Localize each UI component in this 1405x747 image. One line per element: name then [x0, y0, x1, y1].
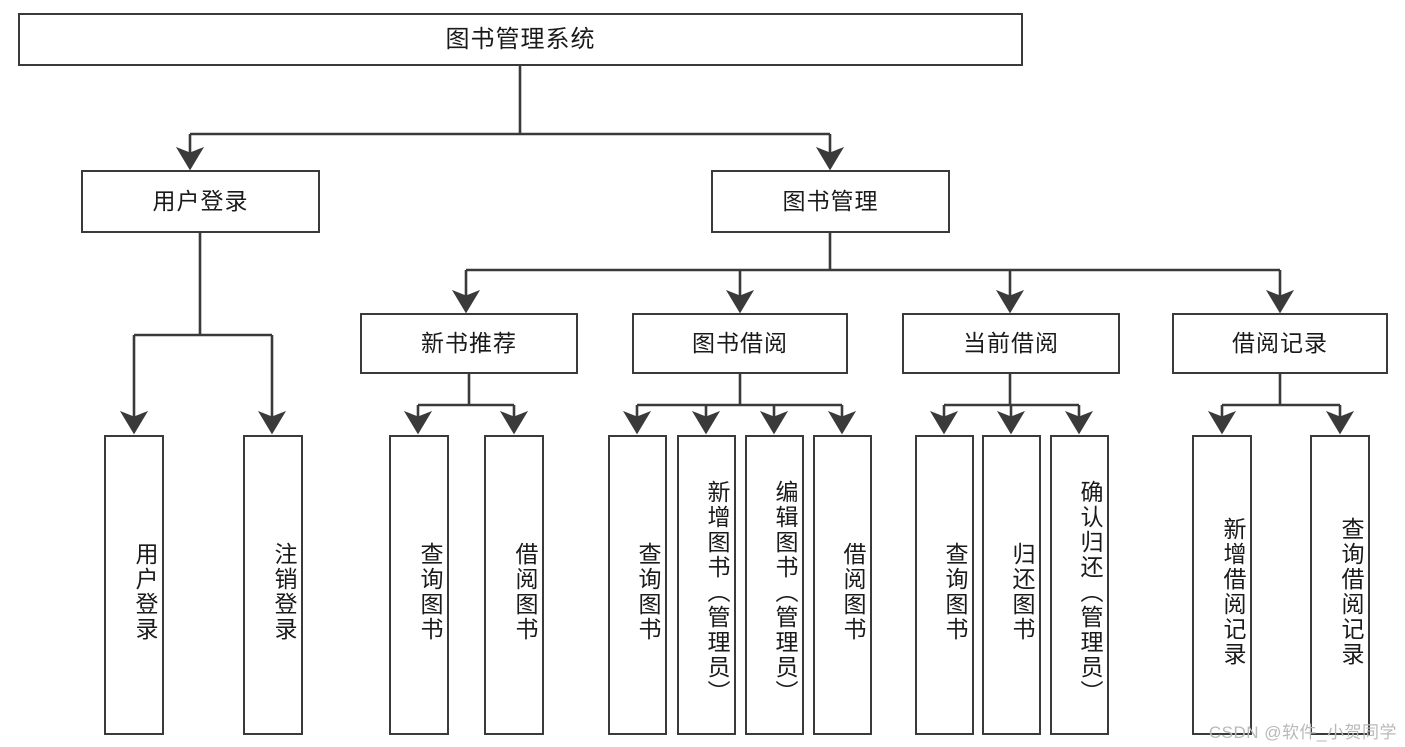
- node-leaf-add-book-label: 新增图书（管理员）: [704, 479, 730, 705]
- node-leaf-add-book[interactable]: 新增图书（管理员）: [677, 435, 736, 735]
- node-new-book-rec[interactable]: 新书推荐: [360, 313, 578, 374]
- node-leaf-query-book-1[interactable]: 查询图书: [389, 435, 449, 735]
- node-leaf-confirm-return-label: 确认归还（管理员）: [1077, 479, 1103, 705]
- node-borrow-record-label: 借阅记录: [1232, 330, 1328, 357]
- node-leaf-query-record-label: 查询借阅记录: [1338, 517, 1364, 667]
- node-leaf-edit-book[interactable]: 编辑图书（管理员）: [745, 435, 804, 735]
- node-leaf-borrow-book-1[interactable]: 借阅图书: [484, 435, 544, 735]
- node-leaf-query-book-2[interactable]: 查询图书: [608, 435, 667, 735]
- node-user-login-label: 用户登录: [152, 188, 249, 215]
- node-leaf-user-login-label: 用户登录: [132, 542, 158, 642]
- node-leaf-add-record-label: 新增借阅记录: [1220, 517, 1246, 667]
- node-leaf-user-login[interactable]: 用户登录: [104, 435, 164, 735]
- node-leaf-confirm-return[interactable]: 确认归还（管理员）: [1050, 435, 1109, 735]
- node-root-label: 图书管理系统: [445, 25, 596, 53]
- node-book-borrow-label: 图书借阅: [692, 330, 788, 357]
- node-leaf-query-book-3[interactable]: 查询图书: [915, 435, 974, 735]
- node-leaf-add-record[interactable]: 新增借阅记录: [1192, 435, 1252, 735]
- node-leaf-edit-book-label: 编辑图书（管理员）: [772, 479, 798, 705]
- node-user-login[interactable]: 用户登录: [81, 170, 320, 233]
- node-leaf-borrow-book-2[interactable]: 借阅图书: [813, 435, 872, 735]
- watermark: CSDN @软件_小贺同学: [1208, 723, 1397, 742]
- node-root[interactable]: 图书管理系统: [18, 13, 1023, 66]
- node-book-borrow[interactable]: 图书借阅: [632, 313, 848, 374]
- node-leaf-borrow-book-1-label: 借阅图书: [512, 542, 538, 642]
- node-borrow-record[interactable]: 借阅记录: [1172, 313, 1388, 374]
- node-leaf-return-book[interactable]: 归还图书: [982, 435, 1041, 735]
- node-current-borrow[interactable]: 当前借阅: [902, 313, 1120, 374]
- node-leaf-logout-label: 注销登录: [271, 542, 297, 642]
- node-leaf-return-book-label: 归还图书: [1009, 542, 1035, 642]
- node-leaf-borrow-book-2-label: 借阅图书: [840, 542, 866, 642]
- node-leaf-query-book-1-label: 查询图书: [417, 542, 443, 642]
- node-new-book-rec-label: 新书推荐: [421, 330, 517, 357]
- node-leaf-query-record[interactable]: 查询借阅记录: [1310, 435, 1370, 735]
- node-leaf-query-book-2-label: 查询图书: [635, 542, 661, 642]
- node-leaf-query-book-3-label: 查询图书: [942, 542, 968, 642]
- node-current-borrow-label: 当前借阅: [963, 330, 1059, 357]
- node-leaf-logout[interactable]: 注销登录: [243, 435, 303, 735]
- node-book-manage-label: 图书管理: [782, 188, 879, 215]
- node-book-manage[interactable]: 图书管理: [711, 170, 950, 233]
